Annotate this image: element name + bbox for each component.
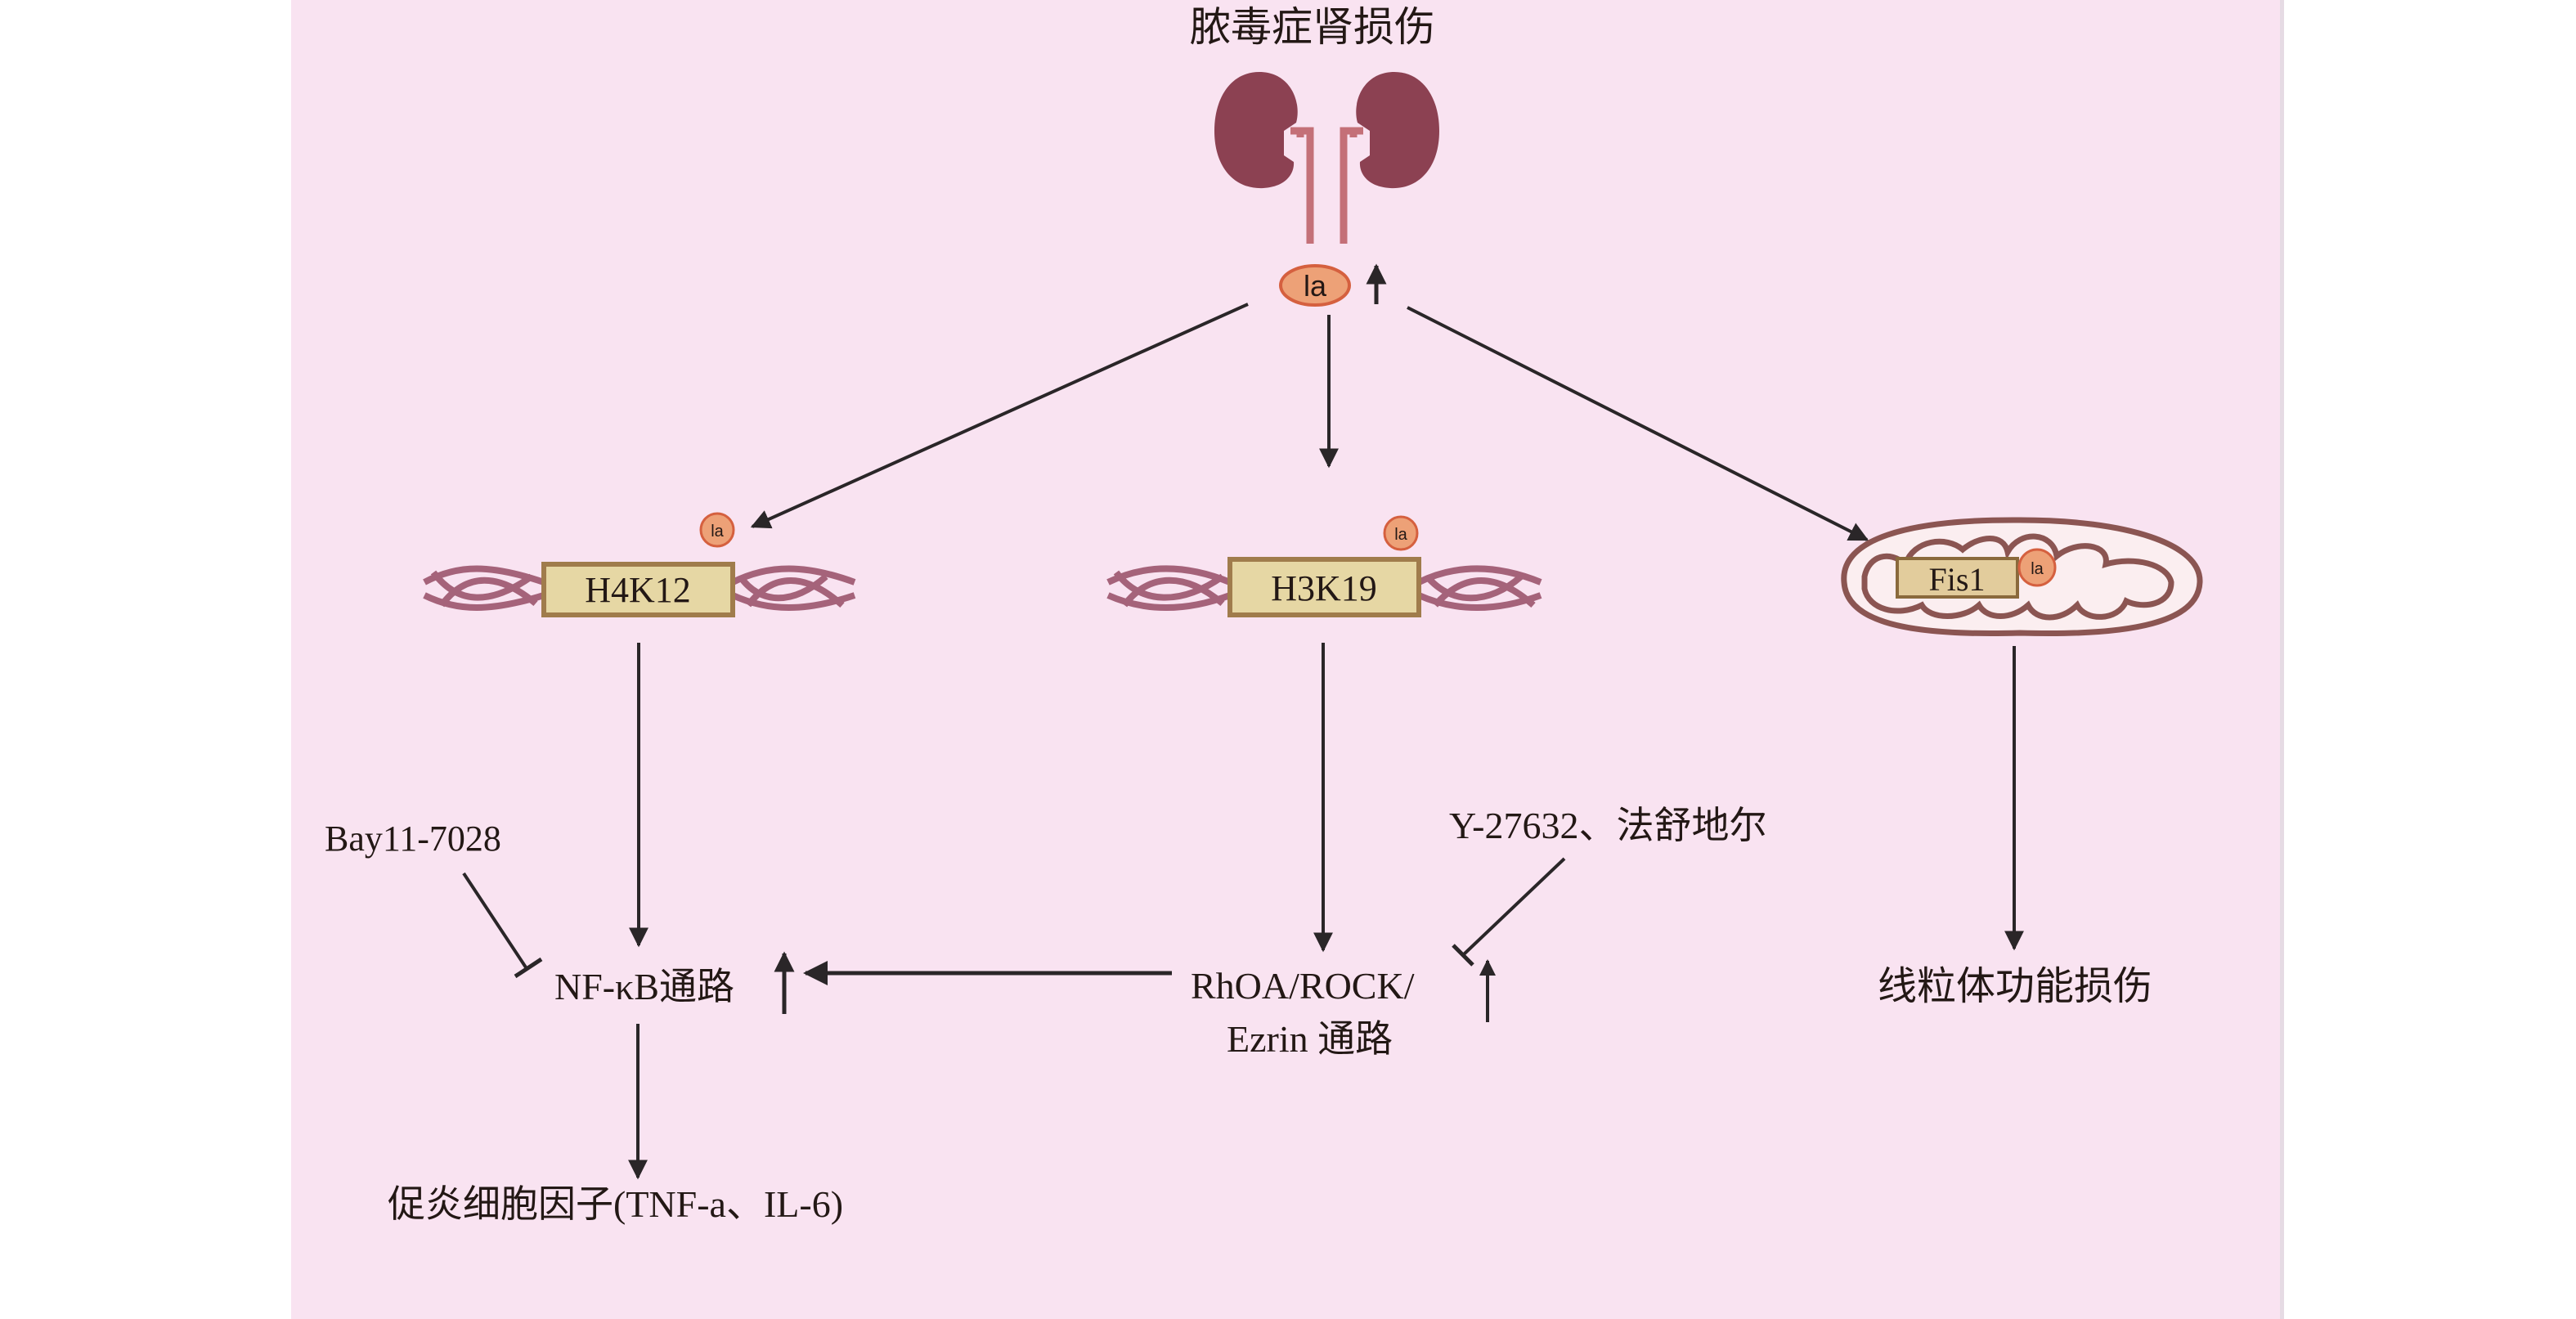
h4k12-label: H4K12 [585,570,691,610]
mito-damage-label: 线粒体功能损伤 [1878,965,2152,1008]
kidney-icon [1214,72,1439,244]
edge-lactate-fis1 [1407,306,1869,541]
diagram-title: 脓毒症肾损伤 [1190,4,1435,50]
lactate-label: la [2031,560,2044,578]
bay-inhibitor-label: Bay11-7028 [325,819,501,859]
h3k19-label: H3K19 [1271,568,1377,608]
lactate-label: la [711,523,724,541]
lactate-badge: la [1383,515,1419,551]
lactate-badge: la [1279,264,1351,307]
h4k12-box [541,562,735,617]
nfkb-label: NF-κB通路 [554,966,734,1007]
inhibition-bar-icon [1452,944,1474,967]
dna-helix-icon [1106,565,1542,611]
rhoa-label-line2: Ezrin 通路 [1227,1018,1393,1060]
lactate-label: la [1394,526,1407,544]
edge-lactate-h4k12 [750,303,1249,529]
rock-inhibitor-label: Y-27632、法舒地尔 [1449,805,1766,846]
cytokines-label: 促炎细胞因子(TNF-a、IL-6) [388,1183,843,1225]
edge-rock-inhibitors-inhibit-rhoa [1462,857,1566,956]
h3k19-box [1227,557,1421,617]
inhibition-bar-icon [514,957,543,979]
lactate-label: la [1304,269,1327,303]
edge-bay-inhibits-nfkb [462,872,527,969]
lactate-badge: la [2017,548,2057,587]
lactate-badge: la [699,512,735,548]
diagram-background [291,0,2284,1319]
dna-helix-icon [423,565,856,611]
fis1-box [1896,557,2019,599]
rhoa-label-line1: RhOA/ROCK/ [1191,965,1415,1007]
fis1-label: Fis1 [1929,561,1986,598]
